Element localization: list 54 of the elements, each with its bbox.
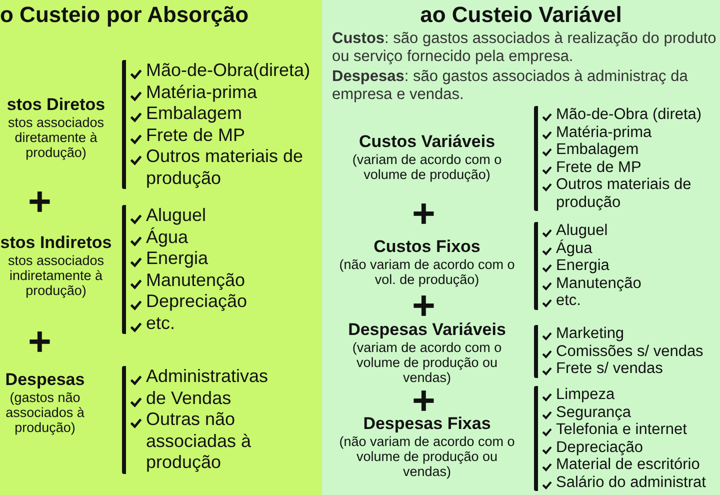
list-item: etc. — [146, 312, 176, 334]
list-item: etc. — [556, 292, 581, 310]
list-item: Aluguel — [556, 222, 608, 240]
definition-text: Despesas: são gastos associados à administraç da empresa e vendas. — [332, 68, 689, 104]
category-heading: stos Diretos — [6, 95, 106, 115]
category-heading: Custos Fixos — [372, 237, 482, 257]
category-note: (variam de acordo com o volume de produção) — [351, 152, 503, 182]
category-heading: Despesas — [4, 370, 86, 390]
category-note: (não variam de acordo com o volume de produção ou vendas) — [338, 434, 516, 479]
category-note: (gastos não associados à produção) — [4, 390, 86, 435]
category-note: stos associados diretamente à produção) — [6, 115, 106, 160]
list-item: Aluguel — [146, 205, 206, 226]
panel-title: ao Custeio Variável — [419, 2, 623, 28]
category-heading: Custos Variáveis — [358, 132, 496, 152]
definition-text: Custos: são gastos associados à realização do produto ou serviço fornecido pela empresa. — [332, 30, 718, 66]
list-item: Manutenção — [146, 270, 246, 291]
list-item: Comissões s/ vendas — [556, 342, 704, 360]
list-item: Matéria-prima — [146, 82, 258, 103]
list-item: Frete de MP — [146, 124, 246, 146]
category-note: stos associados indiretamente à produção) — [6, 253, 106, 298]
panel-background — [322, 0, 720, 495]
list-item: Material de escritório — [556, 456, 700, 474]
category-note: (não variam de acordo com o vol. de produção) — [338, 257, 516, 287]
list-item: Marketing — [556, 325, 624, 342]
list-item: Embalagem — [146, 103, 242, 124]
list-item: Segurança — [556, 404, 631, 421]
list-item: Energia — [146, 248, 208, 270]
list-item: Telefonia e internet — [556, 421, 687, 438]
panel-background — [0, 0, 322, 495]
list-item: Água — [146, 226, 188, 248]
list-item: Mão-de-Obra (direta) — [556, 106, 702, 124]
list-item: Depreciação — [146, 291, 248, 312]
list-item: Depreciação — [556, 438, 644, 456]
list-item: Frete s/ vendas — [556, 360, 663, 378]
list-item: Frete de MP — [556, 158, 642, 176]
list-item: Água — [556, 240, 592, 257]
list-item: Limpeza — [556, 386, 615, 404]
list-item: Outros materiais de produção — [146, 146, 304, 189]
list-item: Energia — [556, 257, 610, 274]
category-heading: Despesas Variáveis — [347, 320, 507, 340]
list-item: Outros materiais de produção — [556, 176, 692, 211]
plus-sign: + — [412, 194, 436, 234]
list-item: Mão-de-Obra(direta) — [146, 60, 310, 82]
list-item: de Vendas — [146, 388, 232, 409]
panel-title: o Custeio por Absorção — [0, 2, 249, 28]
category-heading: stos Indiretos — [0, 233, 112, 253]
plus-sign: + — [28, 322, 52, 362]
list-item: Matéria-prima — [556, 124, 652, 141]
plus-sign: + — [28, 182, 52, 222]
list-item: Embalagem — [556, 141, 639, 158]
list-item: Salário do administrat — [556, 474, 706, 491]
list-item: Outras não associadas à produção — [146, 409, 252, 474]
list-item: Manutenção — [556, 274, 642, 292]
list-item: Administrativas — [146, 366, 268, 388]
